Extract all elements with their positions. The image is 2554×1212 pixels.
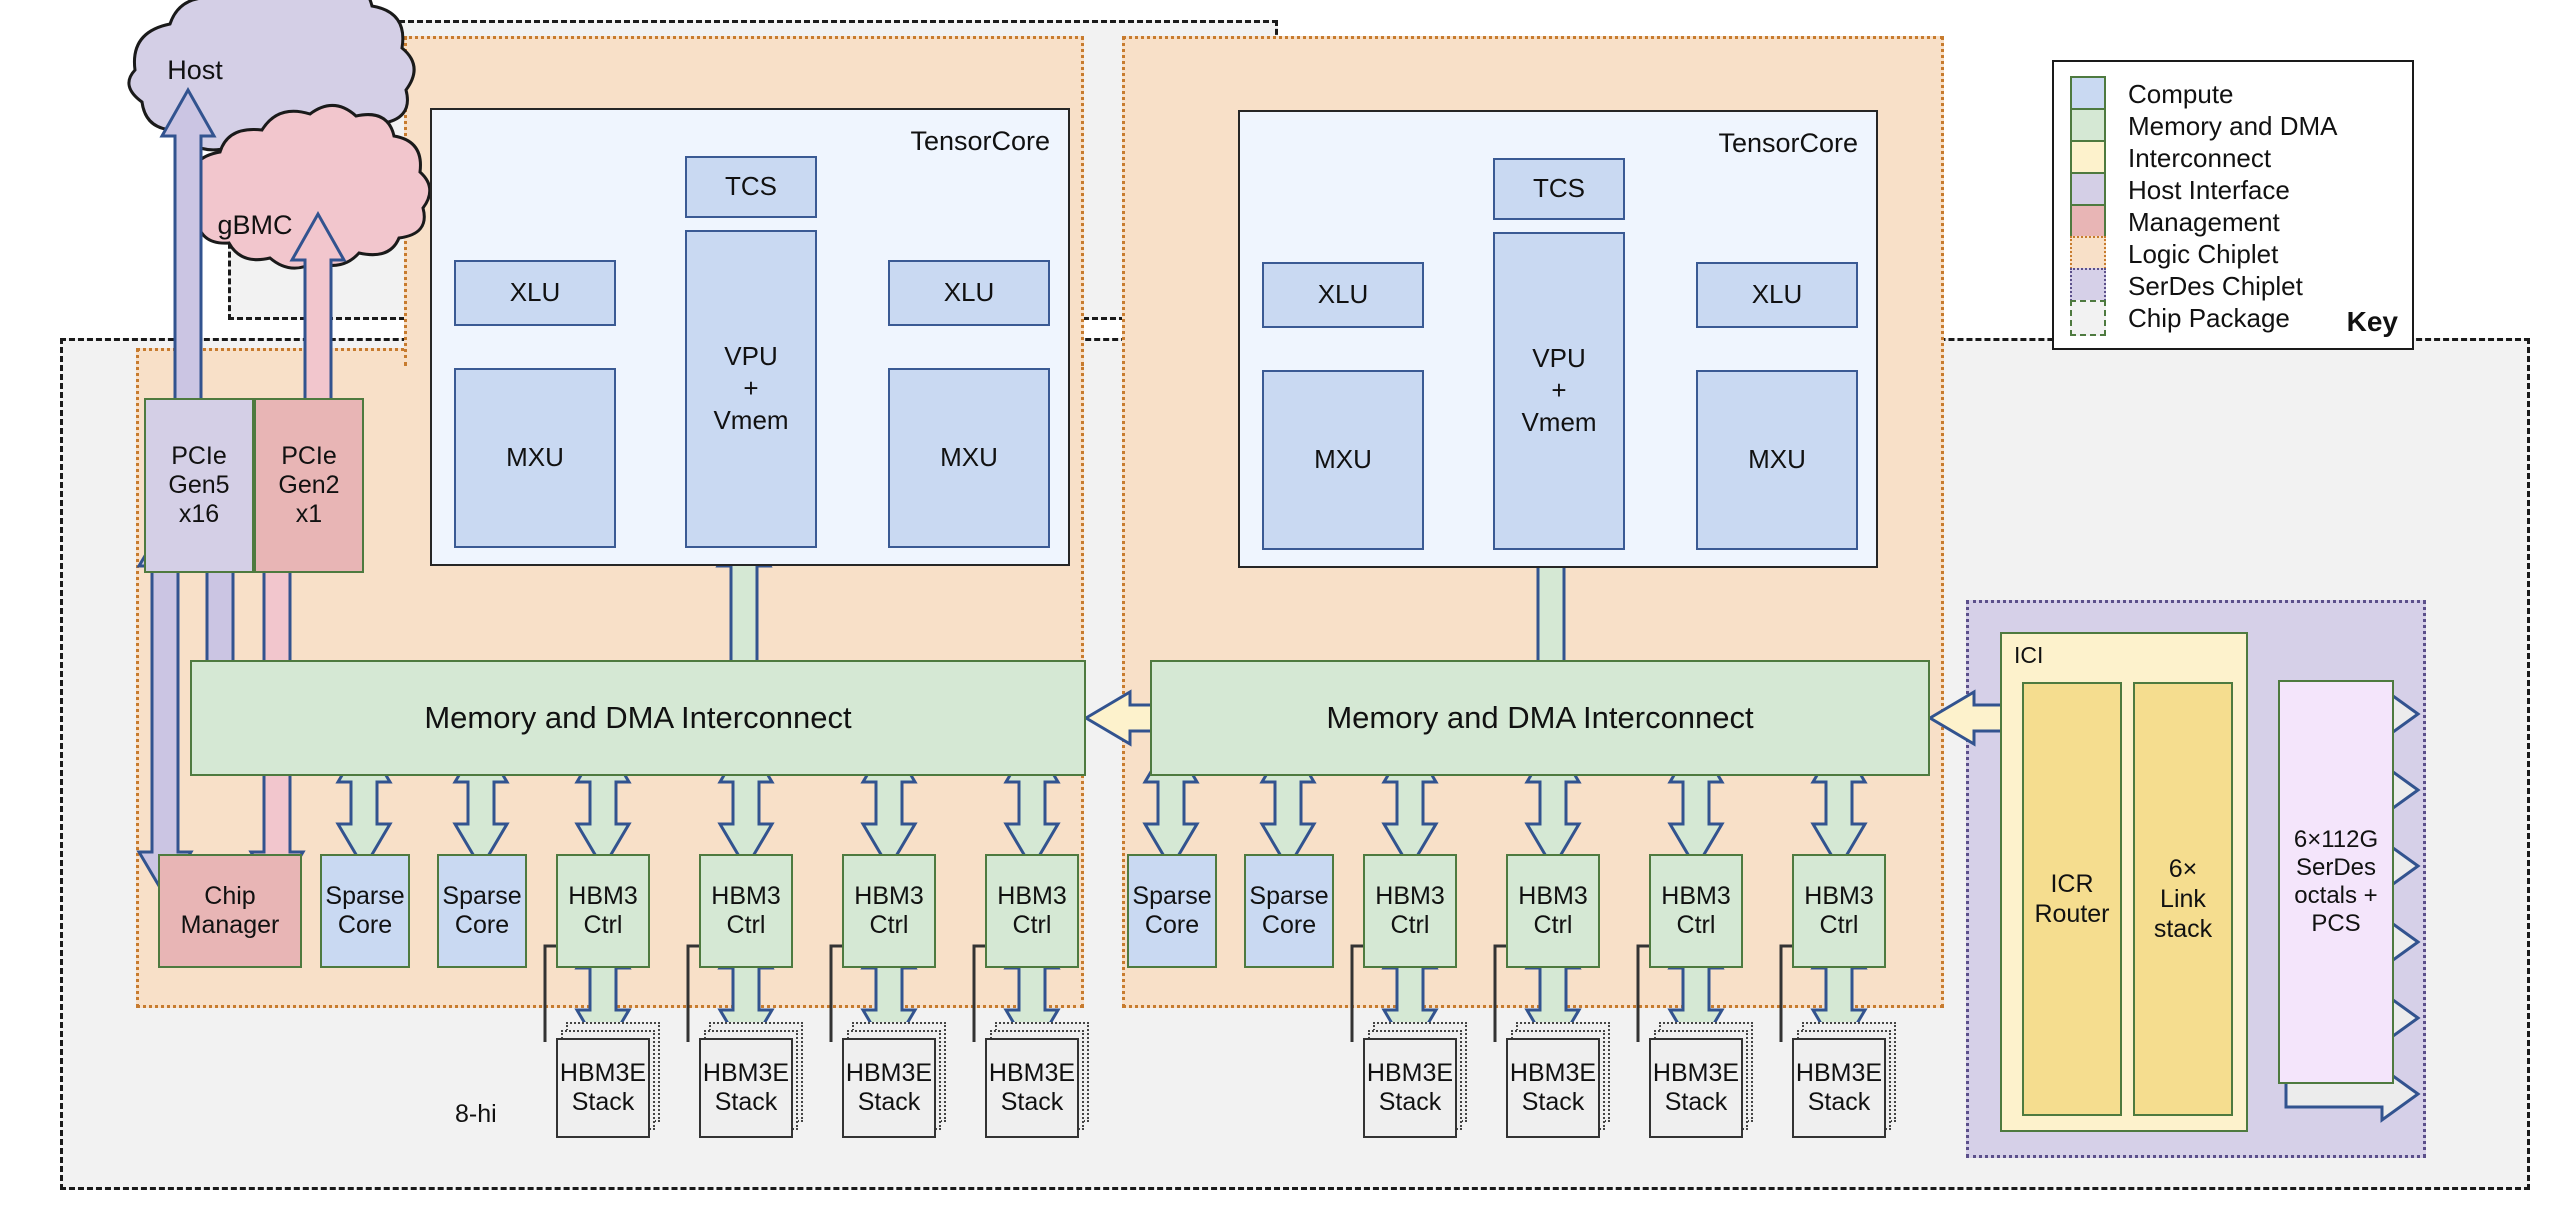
hbm3e-stack-5[interactable]: HBM3E Stack — [1363, 1038, 1457, 1138]
hbm3e-stack-8[interactable]: HBM3E Stack — [1792, 1038, 1886, 1138]
hbm3e-stack-3[interactable]: HBM3E Stack — [842, 1038, 936, 1138]
hbm3-ctrl-6[interactable]: HBM3 Ctrl — [1506, 854, 1600, 968]
legend-item-memory-dma: Memory and DMA — [2070, 108, 2338, 144]
legend-panel: Compute Memory and DMA Interconnect Host… — [2052, 60, 2414, 350]
pcie-gen5-block[interactable]: PCIe Gen5 x16 — [144, 398, 254, 573]
gbmc-cloud-label: gBMC — [217, 210, 293, 240]
hbm3e-stack-4[interactable]: HBM3E Stack — [985, 1038, 1079, 1138]
legend-label-chip-package: Chip Package — [2128, 302, 2290, 333]
xlu-right-block-2[interactable]: XLU — [1696, 262, 1858, 328]
mxu-left-block-2[interactable]: MXU — [1262, 370, 1424, 550]
hbm3-ctrl-2[interactable]: HBM3 Ctrl — [699, 854, 793, 968]
icr-router-block[interactable]: ICR Router — [2022, 682, 2122, 1116]
legend-swatch-chip-package — [2070, 300, 2106, 336]
memory-dma-interconnect-1[interactable]: Memory and DMA Interconnect — [190, 660, 1086, 776]
hbm3-ctrl-5[interactable]: HBM3 Ctrl — [1363, 854, 1457, 968]
xlu-left-block-2[interactable]: XLU — [1262, 262, 1424, 328]
mxu-left-block-1[interactable]: MXU — [454, 368, 616, 548]
legend-item-management: Management — [2070, 204, 2280, 240]
xlu-left-block-1[interactable]: XLU — [454, 260, 616, 326]
legend-swatch-management — [2070, 204, 2106, 240]
hbm3e-stack-1[interactable]: HBM3E Stack — [556, 1038, 650, 1138]
legend-key-title: Key — [2346, 306, 2398, 337]
sparse-core-1[interactable]: Sparse Core — [320, 854, 410, 968]
hbm3-ctrl-8[interactable]: HBM3 Ctrl — [1792, 854, 1886, 968]
legend-swatch-memory-dma — [2070, 108, 2106, 144]
mxu-right-block-1[interactable]: MXU — [888, 368, 1050, 548]
legend-label-memory-dma: Memory and DMA — [2128, 110, 2338, 141]
stack-height-label: 8-hi — [455, 1100, 497, 1128]
sparse-core-2[interactable]: Sparse Core — [437, 854, 527, 968]
tensorcore-1-label: TensorCore — [910, 126, 1050, 156]
legend-swatch-serdes-chiplet — [2070, 268, 2106, 304]
legend-label-management: Management — [2128, 206, 2280, 237]
ici-label: ICI — [2014, 642, 2044, 668]
tcs-block-1[interactable]: TCS — [685, 156, 817, 218]
tensorcore-2: TensorCore TCS VPU + Vmem XLU XLU MXU MX… — [1238, 110, 1878, 568]
host-cloud-label: Host — [167, 55, 223, 85]
memory-dma-interconnect-2[interactable]: Memory and DMA Interconnect — [1150, 660, 1930, 776]
legend-item-serdes-chiplet: SerDes Chiplet — [2070, 268, 2303, 304]
legend-swatch-interconnect — [2070, 140, 2106, 176]
ici-block: ICI ICR Router 6× Link stack — [2000, 632, 2248, 1132]
hbm3-ctrl-4[interactable]: HBM3 Ctrl — [985, 854, 1079, 968]
hbm3e-stack-6[interactable]: HBM3E Stack — [1506, 1038, 1600, 1138]
mxu-right-block-2[interactable]: MXU — [1696, 370, 1858, 550]
chip-manager-block[interactable]: Chip Manager — [158, 854, 302, 968]
vpu-vmem-block-2[interactable]: VPU + Vmem — [1493, 232, 1625, 550]
sparse-core-3[interactable]: Sparse Core — [1127, 854, 1217, 968]
xlu-right-block-1[interactable]: XLU — [888, 260, 1050, 326]
tensorcore-1: TensorCore TCS VPU + Vmem XLU XLU MXU MX… — [430, 108, 1070, 566]
legend-label-interconnect: Interconnect — [2128, 142, 2272, 173]
tcs-block-2[interactable]: TCS — [1493, 158, 1625, 220]
legend-label-serdes-chiplet: SerDes Chiplet — [2128, 270, 2303, 301]
hbm3-ctrl-3[interactable]: HBM3 Ctrl — [842, 854, 936, 968]
legend-item-compute: Compute — [2070, 76, 2234, 112]
vpu-vmem-block-1[interactable]: VPU + Vmem — [685, 230, 817, 548]
sparse-core-4[interactable]: Sparse Core — [1244, 854, 1334, 968]
hbm3e-stack-2[interactable]: HBM3E Stack — [699, 1038, 793, 1138]
hbm3-ctrl-7[interactable]: HBM3 Ctrl — [1649, 854, 1743, 968]
legend-label-logic-chiplet: Logic Chiplet — [2128, 238, 2279, 269]
legend-swatch-logic-chiplet — [2070, 236, 2106, 272]
legend-item-interconnect: Interconnect — [2070, 140, 2271, 176]
serdes-octals-pcs-block[interactable]: 6×112G SerDes octals + PCS — [2278, 680, 2394, 1084]
legend-item-chip-package: Chip Package — [2070, 300, 2290, 336]
legend-item-logic-chiplet: Logic Chiplet — [2070, 236, 2278, 272]
legend-item-host-interface: Host Interface — [2070, 172, 2290, 208]
tensorcore-2-label: TensorCore — [1718, 128, 1858, 158]
pcie-gen2-block[interactable]: PCIe Gen2 x1 — [254, 398, 364, 573]
legend-label-compute: Compute — [2128, 78, 2234, 109]
legend-label-host-interface: Host Interface — [2128, 174, 2290, 205]
hbm3e-stack-7[interactable]: HBM3E Stack — [1649, 1038, 1743, 1138]
link-stack-block[interactable]: 6× Link stack — [2133, 682, 2233, 1116]
legend-swatch-host-interface — [2070, 172, 2106, 208]
hbm3-ctrl-1[interactable]: HBM3 Ctrl — [556, 854, 650, 968]
legend-swatch-compute — [2070, 76, 2106, 112]
